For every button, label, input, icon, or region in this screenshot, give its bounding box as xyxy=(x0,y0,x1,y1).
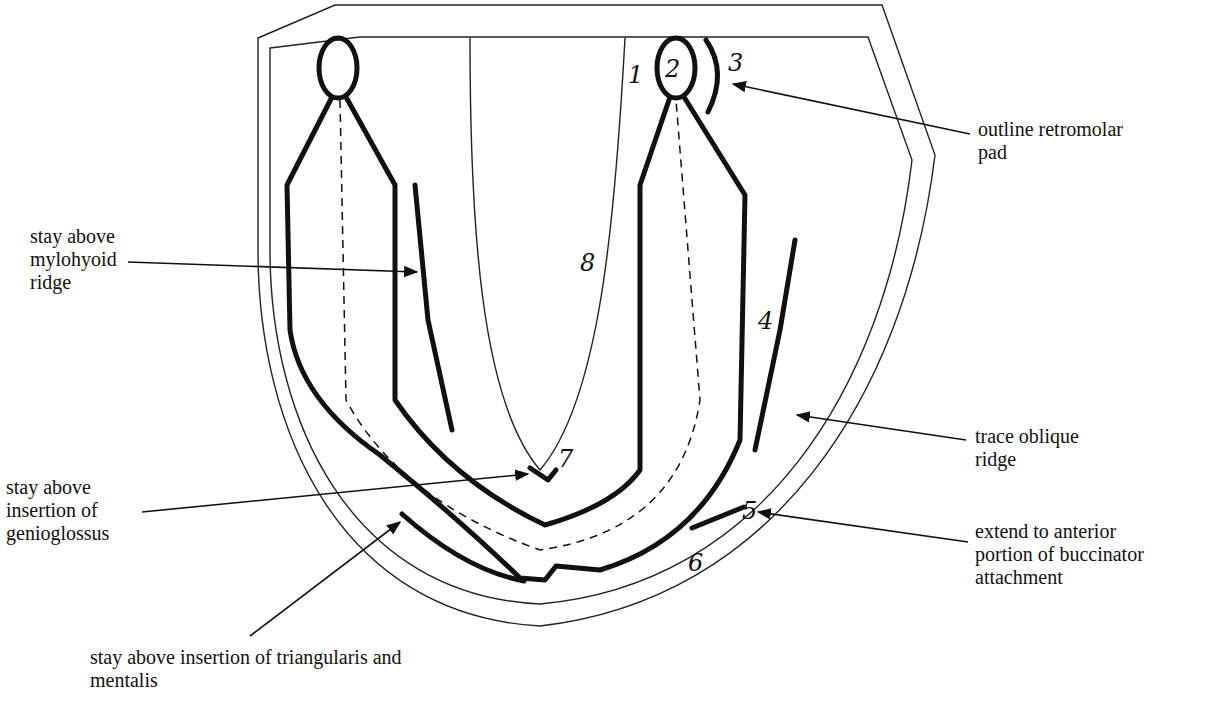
denture-outer-outline xyxy=(287,97,745,580)
callout-number: 2 xyxy=(665,56,680,82)
callout-number: 8 xyxy=(580,250,595,276)
genioglossus-mark xyxy=(530,468,556,480)
cast-border xyxy=(258,5,935,626)
callout-number: 1 xyxy=(628,62,643,88)
callout-number: 5 xyxy=(742,498,757,524)
callout-number: 4 xyxy=(758,308,773,334)
callout-label: outline retromolar pad xyxy=(978,118,1128,164)
callout-label: extend to anterior portion of buccinator… xyxy=(975,520,1150,589)
mylohyoid-ridge xyxy=(415,185,452,430)
ridge-crest xyxy=(340,100,700,550)
callout-label: trace oblique ridge xyxy=(975,425,1105,471)
retromolar-pad-right xyxy=(657,38,695,98)
leader-line xyxy=(758,512,968,542)
cast-land xyxy=(270,37,912,604)
leader-line xyxy=(797,415,966,440)
callout-label: stay above insertion of genioglossus xyxy=(6,476,136,545)
callout-label: stay above mylohyoid ridge xyxy=(30,225,125,294)
leader-line xyxy=(142,474,528,512)
callout-number: 3 xyxy=(728,50,743,76)
buccinator-mark xyxy=(692,507,744,528)
callout-label: stay above insertion of triangularis and… xyxy=(90,646,430,692)
leader-line xyxy=(733,84,970,134)
leader-line xyxy=(250,522,400,636)
tongue-space xyxy=(470,38,625,470)
retromolar-arc xyxy=(706,40,718,112)
triangularis-mark xyxy=(402,514,524,581)
denture-inner-outline xyxy=(346,97,670,525)
retromolar-pad-left xyxy=(319,38,357,98)
leader-line xyxy=(128,262,417,272)
callout-number: 6 xyxy=(688,550,703,576)
callout-number: 7 xyxy=(558,446,573,472)
oblique-ridge xyxy=(755,240,795,450)
